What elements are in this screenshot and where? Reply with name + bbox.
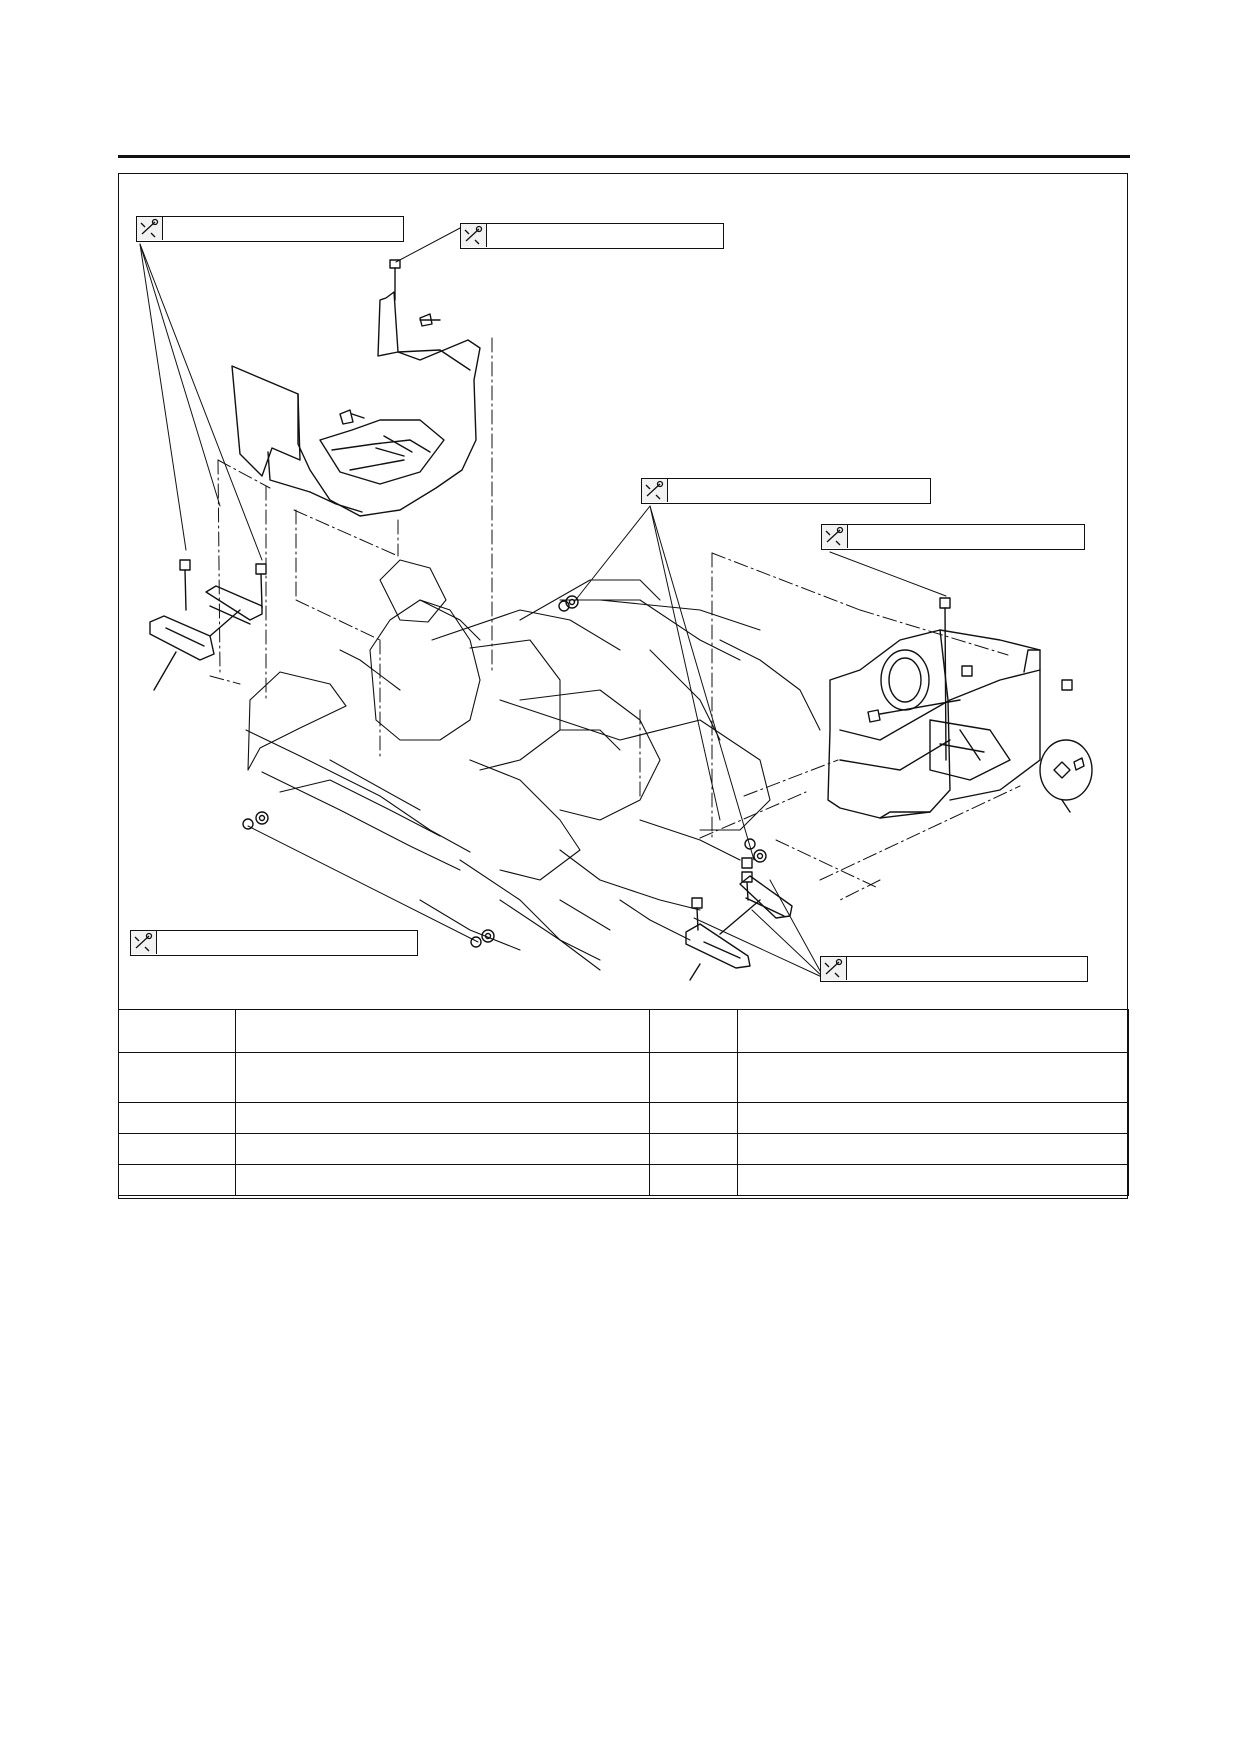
table-cell [235, 1164, 650, 1196]
torque-callout [820, 956, 1088, 982]
torque-wrench-icon [821, 957, 847, 980]
parts-table [118, 1009, 1129, 1196]
table-cell [235, 1052, 650, 1103]
header-rule [118, 155, 1130, 158]
torque-wrench-icon [137, 217, 163, 240]
table-cell [649, 1052, 738, 1103]
table-row [118, 1052, 1129, 1103]
left-footpeg-brackets [149, 585, 263, 691]
torque-callout [130, 930, 418, 956]
table-cell [737, 1102, 1129, 1134]
table-cell [737, 1164, 1129, 1196]
table-row [118, 1009, 1129, 1053]
table-cell [737, 1133, 1129, 1165]
table-cell [235, 1102, 650, 1134]
table-cell [737, 1052, 1129, 1103]
round-cover [1039, 739, 1093, 813]
nuts-washers [242, 595, 767, 948]
table-row [118, 1133, 1129, 1165]
table-cell [118, 1164, 236, 1196]
right-footpeg-brackets [685, 857, 793, 981]
torque-callout [641, 478, 931, 504]
torque-callout [136, 216, 404, 242]
table-cell [737, 1009, 1129, 1053]
table-cell [649, 1009, 738, 1053]
torque-wrench-icon [131, 931, 157, 954]
torque-wrench-icon [642, 479, 668, 502]
table-cell [235, 1009, 650, 1053]
table-cell [118, 1052, 236, 1103]
bolts-right [867, 597, 1073, 761]
table-cell [649, 1164, 738, 1196]
table-row [118, 1164, 1129, 1196]
torque-wrench-icon [822, 525, 848, 548]
torque-callout [460, 223, 724, 249]
vehicle-body [245, 559, 821, 971]
table-cell [118, 1102, 236, 1134]
table-cell [118, 1009, 236, 1053]
table-cell [118, 1133, 236, 1165]
right-footrest-guard [827, 629, 1041, 819]
table-row [118, 1102, 1129, 1134]
leader-lines [139, 226, 947, 979]
table-cell [649, 1102, 738, 1134]
table-cell [235, 1133, 650, 1165]
left-footrest-guard [231, 291, 481, 517]
torque-callout [821, 524, 1085, 550]
torque-wrench-icon [461, 224, 487, 247]
bolts-top-left [179, 259, 441, 611]
diagram-frame [118, 173, 1128, 1199]
table-cell [649, 1133, 738, 1165]
